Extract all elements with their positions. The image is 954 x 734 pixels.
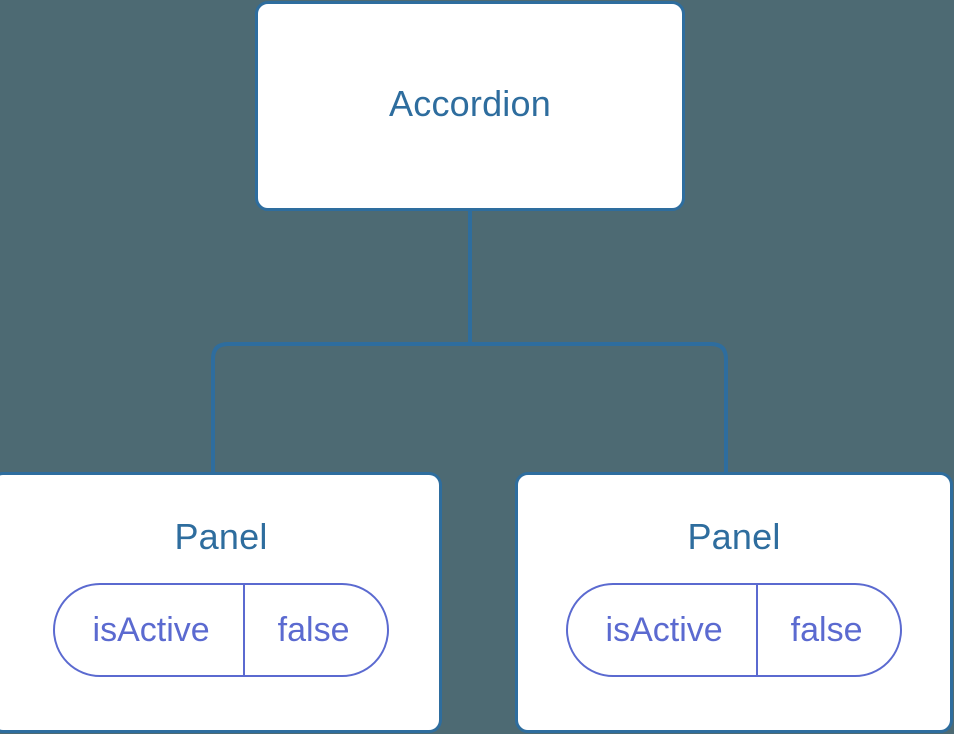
panel-left-prop-value: false — [277, 610, 350, 649]
node-accordion[interactable]: Accordion — [255, 1, 685, 211]
connector-branch-right — [470, 342, 728, 476]
panel-right-prop-key: isActive — [568, 584, 758, 675]
node-panel-right[interactable]: Panel isActive false — [515, 472, 953, 733]
panel-right-prop-value: false — [790, 610, 863, 649]
panel-right-content: Panel isActive false — [518, 517, 950, 677]
panel-left-prop-key: isActive — [55, 584, 245, 675]
node-accordion-label: Accordion — [389, 83, 551, 125]
panel-left-prop-pill[interactable]: isActive false — [52, 582, 390, 677]
node-panel-left[interactable]: Panel isActive false — [0, 472, 442, 733]
node-panel-left-label: Panel — [174, 516, 268, 557]
connector-branch-left — [211, 342, 470, 476]
panel-right-prop-pill[interactable]: isActive false — [565, 582, 903, 677]
node-panel-right-label: Panel — [687, 516, 781, 557]
panel-left-content: Panel isActive false — [0, 517, 439, 677]
